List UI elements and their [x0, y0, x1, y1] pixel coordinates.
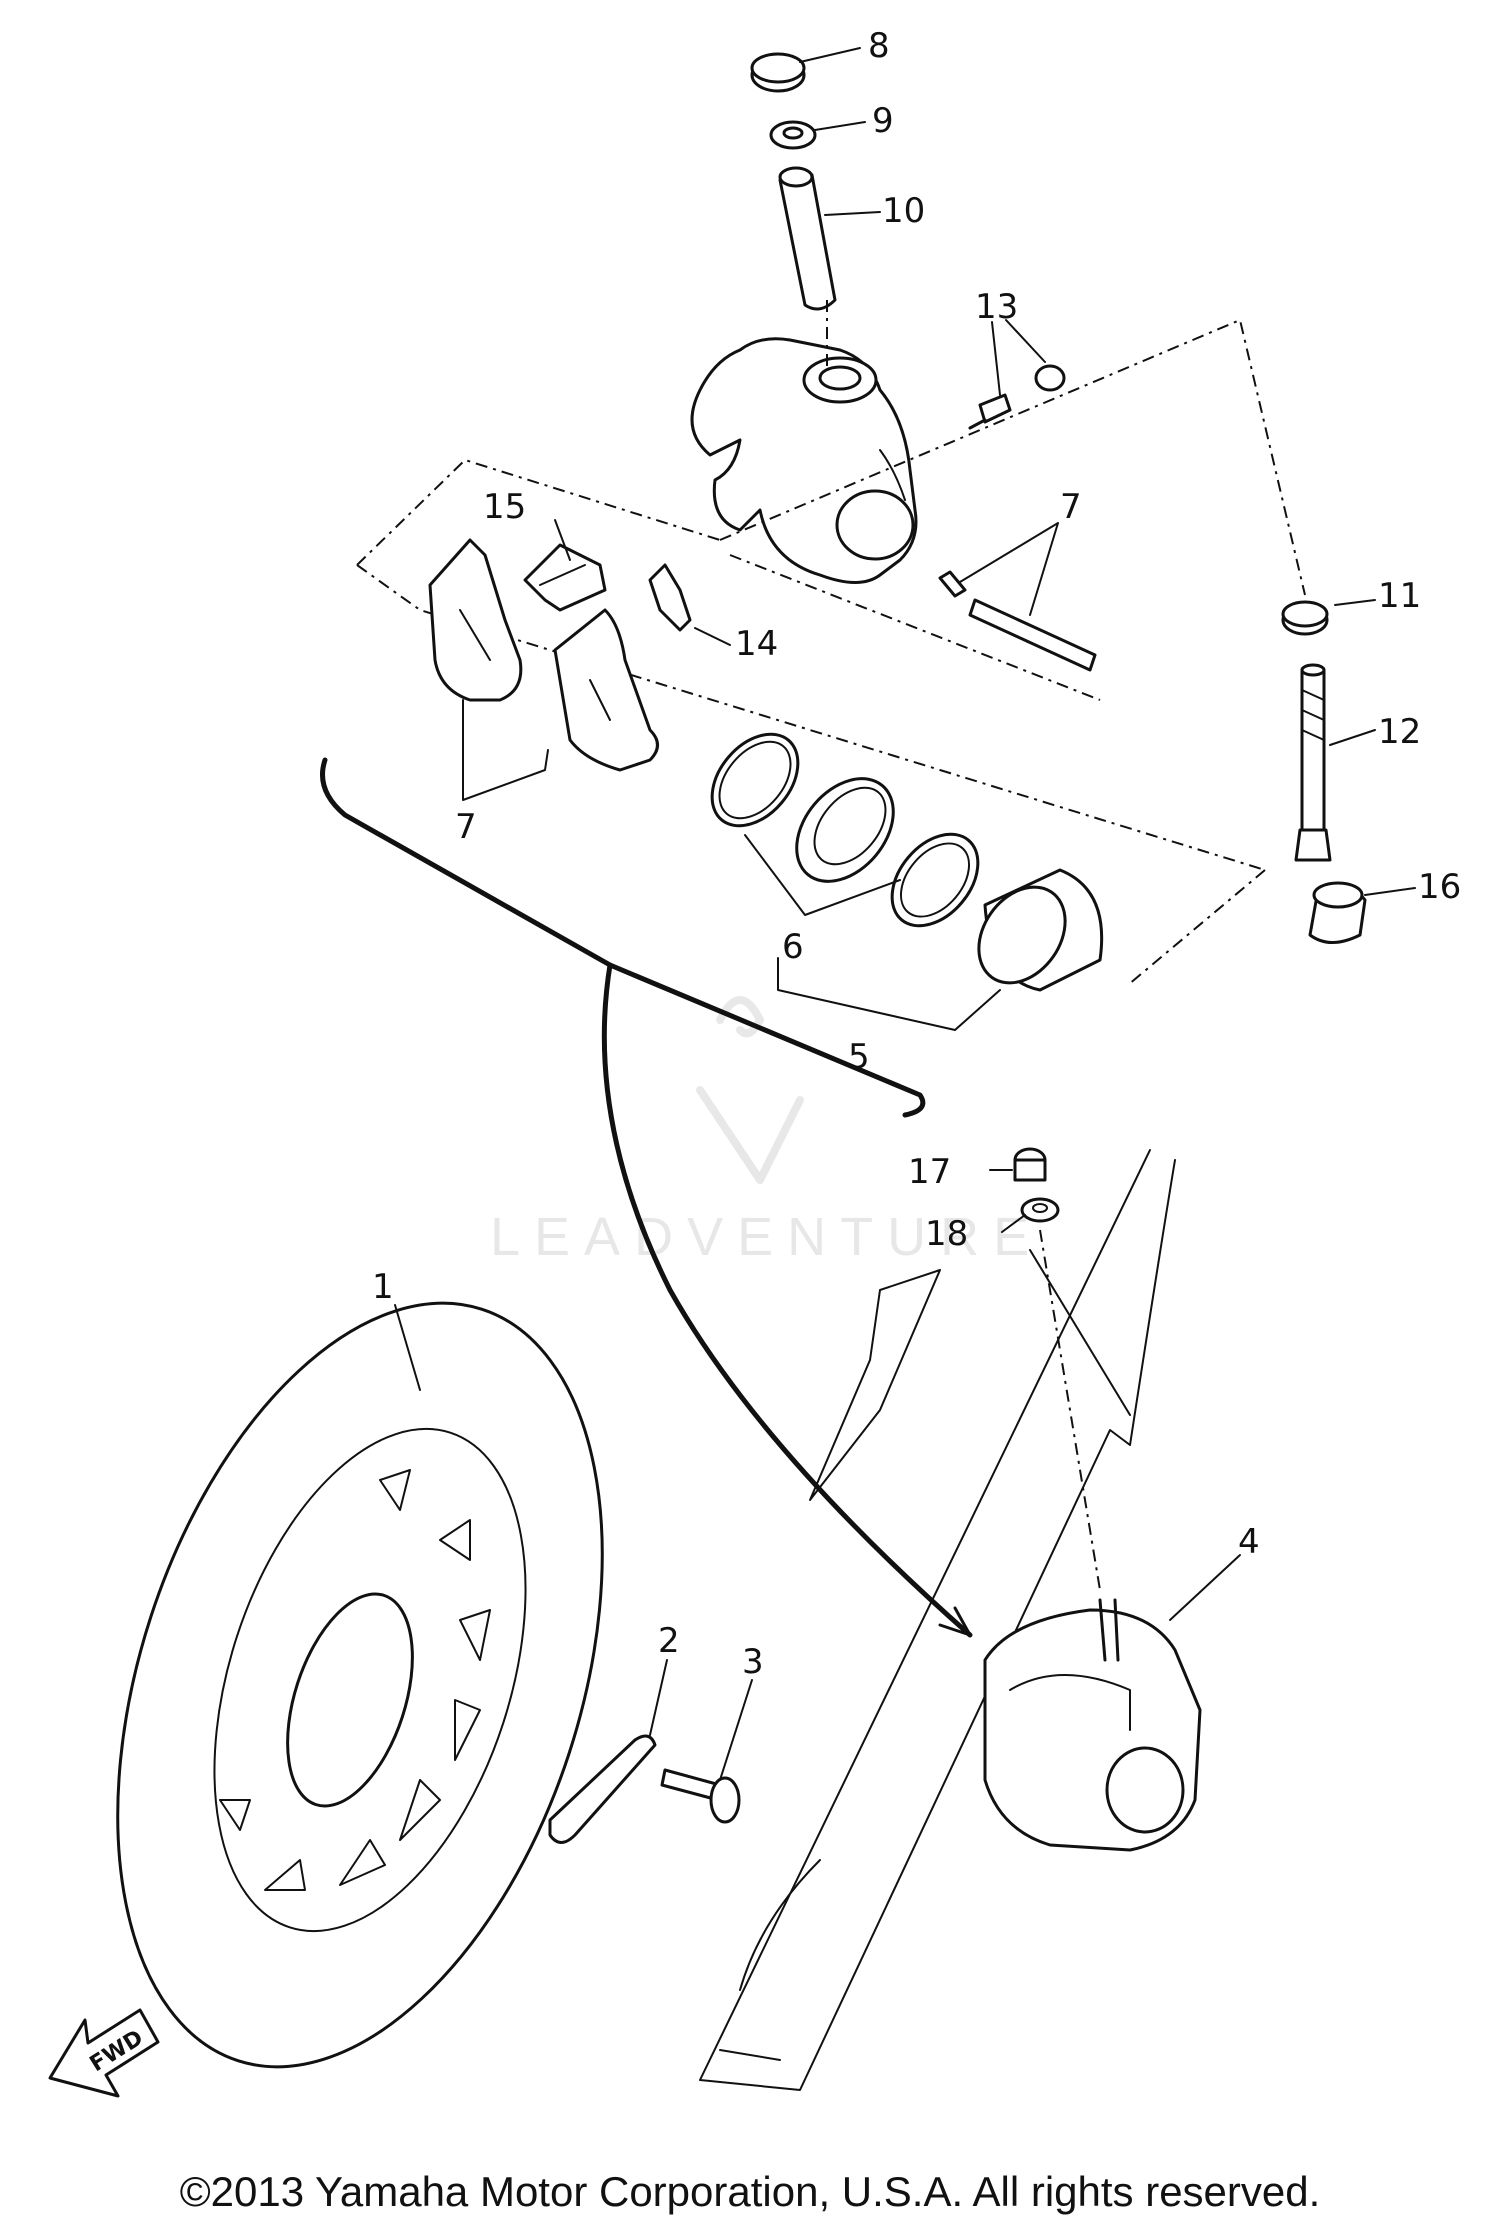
part-3-bolt	[660, 1768, 741, 1824]
callout-9: 9	[872, 101, 894, 141]
watermark: LEADVENTURE	[490, 996, 1043, 1267]
part-15-pad-spring	[523, 543, 607, 612]
brake-hose	[320, 757, 973, 1638]
part-14-pad-clip	[648, 563, 692, 632]
part-11-nut	[1281, 600, 1329, 636]
callout-7-lower: 7	[455, 807, 477, 847]
part-4-caliper-assembly	[983, 1598, 1202, 1852]
part-13-bleeder	[968, 364, 1066, 430]
leader-lines	[394, 47, 1416, 1781]
callout-15: 15	[483, 487, 526, 527]
part-caliper-body	[690, 337, 918, 584]
part-1-brake-disc	[116, 1301, 604, 2069]
callout-labels: 8 9 10 13 7 11 12 16 14 15 7 6 5 17 18 1…	[372, 26, 1461, 1682]
part-9-washer	[769, 120, 817, 150]
callout-18: 18	[925, 1214, 968, 1254]
callout-6: 6	[782, 927, 804, 967]
callout-10: 10	[882, 191, 925, 231]
callout-2: 2	[658, 1621, 680, 1661]
callout-4: 4	[1238, 1522, 1260, 1562]
callout-1: 1	[372, 1267, 394, 1307]
callout-brackets	[462, 699, 1001, 1031]
part-5-piston	[977, 868, 1104, 992]
part-2-bracket	[548, 1734, 657, 1844]
part-7-pin-bolt	[938, 570, 1097, 672]
callout-11: 11	[1378, 576, 1421, 616]
fwd-arrow-icon: FWD	[48, 2008, 160, 2098]
watermark-text: LEADVENTURE	[490, 1207, 1043, 1267]
part-6-seal-kit	[710, 732, 980, 928]
part-8-cap-nut	[750, 52, 806, 93]
part-18-washer	[1020, 1197, 1060, 1223]
part-7-brake-pads	[428, 538, 659, 772]
assembly-outline	[356, 300, 1306, 1591]
part-16-boot	[1308, 881, 1367, 944]
part-17-spacer	[1013, 1147, 1047, 1182]
callout-5: 5	[848, 1037, 870, 1077]
callout-12: 12	[1378, 712, 1421, 752]
part-12-bolt	[1294, 663, 1332, 862]
callout-16: 16	[1418, 867, 1461, 907]
part-10-sleeve	[778, 166, 837, 311]
callout-14: 14	[735, 624, 778, 664]
callout-13: 13	[975, 287, 1018, 327]
fork-leg	[699, 1149, 1176, 2091]
callout-8: 8	[868, 26, 890, 66]
callout-7-upper: 7	[1060, 487, 1082, 527]
callout-3: 3	[742, 1642, 764, 1682]
copyright-notice: ©2013 Yamaha Motor Corporation, U.S.A. A…	[179, 2168, 1321, 2215]
callout-17: 17	[908, 1152, 951, 1192]
